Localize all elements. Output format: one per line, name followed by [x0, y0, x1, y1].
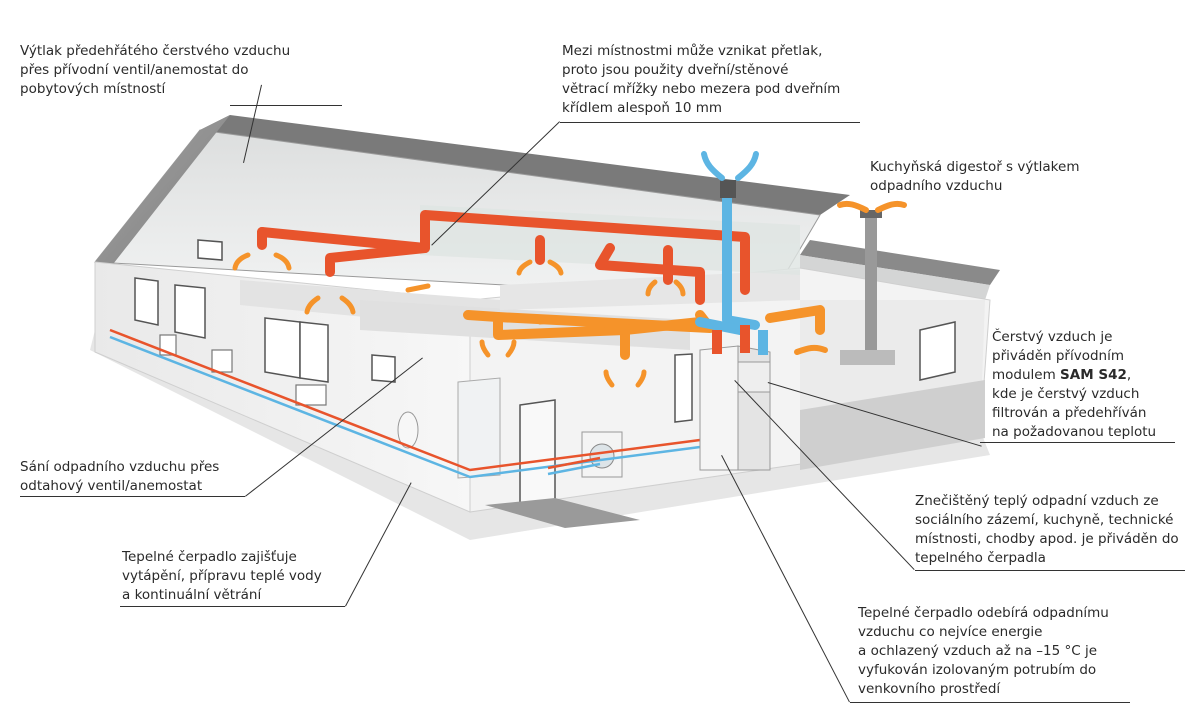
note-line: Tepelné čerpadlo odebírá odpadnímu — [858, 605, 1109, 621]
windows — [134, 239, 956, 423]
callout-line-extract-h — [20, 496, 245, 497]
bathroom-fixtures — [397, 377, 640, 528]
note-heat-pump-energy: Tepelné čerpadlo odebírá odpadnímu vzduc… — [858, 604, 1109, 699]
note-line: větrací mřížky nebo mezera pod dveřním — [562, 81, 841, 97]
note-line: a kontinuální větrání — [122, 587, 262, 603]
callout-line-supply-air-h — [230, 105, 342, 106]
callout-line-polluted-h — [915, 570, 1185, 571]
note-line: Sání odpadního vzduchu přes — [20, 459, 220, 475]
exhaust-arrows-orange — [794, 200, 907, 355]
note-line: Mezi místnostmi může vznikat přetlak, — [562, 43, 823, 59]
note-fresh-air: Čerstvý vzduch je přiváděn přívodním mod… — [992, 328, 1156, 442]
note-line: vyfukován izolovaným potrubím do — [858, 662, 1097, 678]
note-line: Znečištěný teplý odpadní vzduch ze — [915, 493, 1159, 509]
callout-line-overpressure-h — [560, 122, 860, 123]
note-line: přiváděn přívodním — [992, 348, 1125, 364]
note-line: křídlem alespoň 10 mm — [562, 100, 722, 116]
note-heat-pump-functions: Tepelné čerpadlo zajišťuje vytápění, pří… — [122, 548, 322, 605]
note-line: odtahový ventil/anemostat — [20, 478, 203, 494]
note-line: Kuchyňská digestoř s výtlakem — [870, 159, 1080, 175]
fresh-air-duct — [695, 190, 760, 335]
note-line: pobytových místností — [20, 81, 166, 97]
note-line: Výtlak předehřátého čerstvého vzduchu — [20, 43, 291, 59]
note-line: filtrován a předehříván — [992, 405, 1147, 421]
note-line: venkovního prostředí — [858, 681, 1001, 697]
note-overpressure: Mezi místnostmi může vznikat přetlak, pr… — [562, 42, 840, 118]
note-line: odpadního vzduchu — [870, 178, 1003, 194]
note-line: místnosti, chodby apod. je přiváděn do — [915, 531, 1179, 547]
ground-shadow — [90, 330, 990, 540]
room-air-arrows — [232, 252, 686, 388]
heat-pump-unit — [699, 325, 771, 471]
note-line: a ochlazený vzduch až na –15 °C je — [858, 643, 1098, 659]
note-kitchen-hood: Kuchyňská digestoř s výtlakem odpadního … — [870, 158, 1079, 196]
note-text: , — [1126, 367, 1132, 383]
callout-line-energy-h — [850, 702, 1130, 703]
note-extract-air: Sání odpadního vzduchu přes odtahový ven… — [20, 458, 219, 496]
product-name: SAM S42 — [1060, 367, 1127, 383]
callout-line-heat-pump-h — [120, 606, 345, 607]
note-line: Tepelné čerpadlo zajišťuje — [122, 549, 297, 565]
radiators — [159, 334, 327, 406]
note-line: na požadovanou teplotu — [992, 424, 1157, 440]
note-line: přes přívodní ventil/anemostat do — [20, 62, 249, 78]
note-line: Čerstvý vzduch je — [992, 329, 1113, 345]
callout-line-fresh-air-h — [980, 442, 1175, 443]
note-polluted-air: Znečištěný teplý odpadní vzduch ze sociá… — [915, 492, 1179, 568]
note-line: proto jsou použity dveřní/stěnové — [562, 62, 789, 78]
note-line: tepelného čerpadla — [915, 550, 1046, 566]
supply-ducts — [257, 210, 750, 305]
note-text: modulem — [992, 367, 1056, 383]
chimneys — [720, 180, 895, 365]
note-line: vytápění, přípravu teplé vody — [122, 568, 322, 584]
note-line: vzduchu co nejvíce energie — [858, 624, 1043, 640]
note-line: kde je čerstvý vzduch — [992, 386, 1140, 402]
exhaust-arrows-blue — [701, 151, 759, 181]
heating-pipes — [109, 328, 701, 479]
note-line: sociálního zázemí, kuchyně, technické — [915, 512, 1174, 528]
note-supply-air: Výtlak předehřátého čerstvého vzduchu př… — [20, 42, 290, 99]
